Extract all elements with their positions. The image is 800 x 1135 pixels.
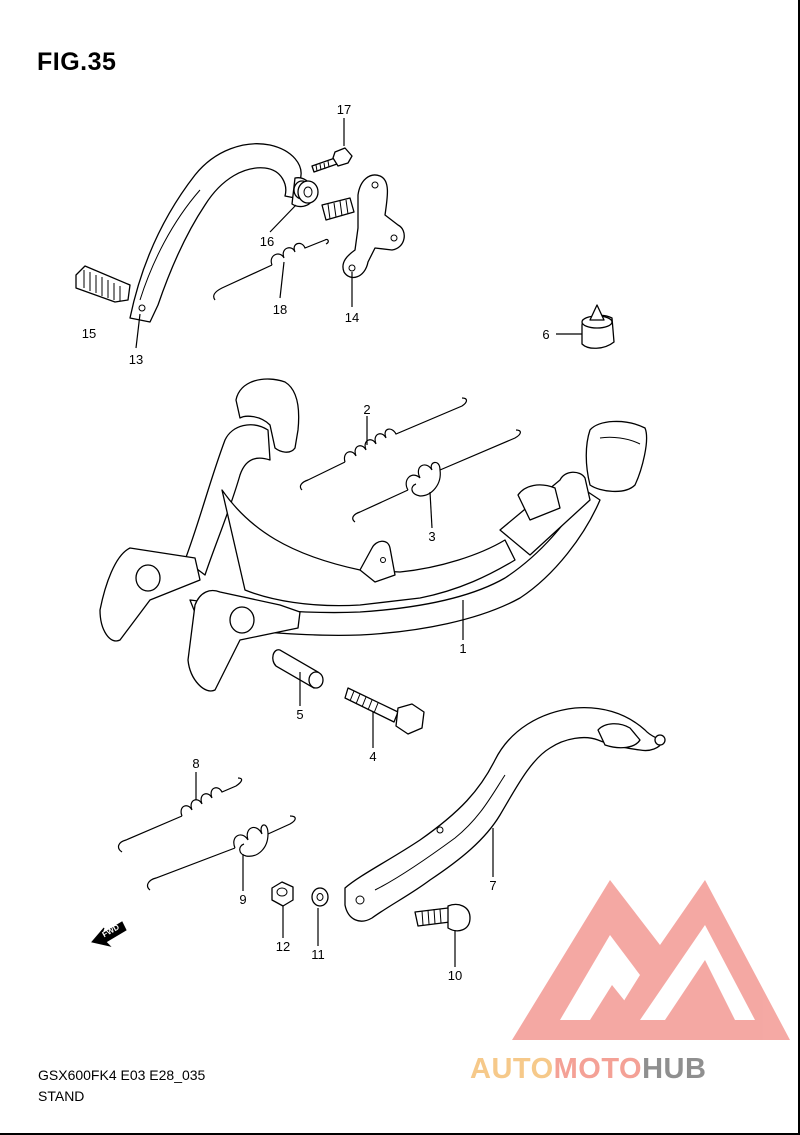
part-16-washer <box>297 180 319 204</box>
diagram-code: GSX600FK4 E03 E28_035 <box>38 1067 206 1083</box>
callout-2: 2 <box>363 402 370 417</box>
callout-leader-lines <box>135 118 582 967</box>
fwd-direction-arrow <box>91 921 127 947</box>
part-12-nut <box>271 881 294 907</box>
callout-9: 9 <box>239 892 246 907</box>
part-3-spring <box>352 429 521 523</box>
callout-11: 11 <box>311 947 325 962</box>
callout-15: 15 <box>82 326 96 341</box>
diagram-name: STAND <box>38 1088 85 1104</box>
watermark-text-auto: AUTO <box>470 1053 554 1085</box>
part-17-bolt <box>311 147 353 173</box>
callout-10: 10 <box>448 968 462 983</box>
watermark-text-hub: HUB <box>642 1053 707 1085</box>
callout-8: 8 <box>192 756 199 771</box>
part-6-rubber-stopper <box>581 304 615 349</box>
part-10-shoulder-bolt <box>414 903 471 932</box>
callout-12: 12 <box>276 939 290 954</box>
part-7-side-stand <box>344 706 666 922</box>
callout-16: 16 <box>260 234 274 249</box>
callout-5: 5 <box>296 707 303 722</box>
part-13-brake-pedal <box>129 143 314 323</box>
callout-7: 7 <box>489 878 496 893</box>
part-18-return-spring <box>213 238 329 301</box>
callout-17: 17 <box>337 102 351 117</box>
part-1-center-stand <box>99 378 648 692</box>
callout-18: 18 <box>273 302 287 317</box>
part-4-bolt <box>344 687 425 735</box>
part-9-spring <box>146 815 296 891</box>
watermark-text-moto: MOTO <box>553 1053 643 1085</box>
callout-6: 6 <box>542 327 549 342</box>
watermark-wordmark: AUTOMOTOHUB <box>470 1053 706 1086</box>
part-5-collar <box>272 649 324 689</box>
part-2-spring <box>299 397 468 491</box>
callout-4: 4 <box>369 749 376 764</box>
callout-labels: 17 16 18 14 15 13 6 2 3 1 5 4 8 9 7 12 1… <box>82 102 550 983</box>
part-14-pivot-bracket <box>321 174 405 279</box>
part-15-pedal-pad <box>75 265 131 303</box>
watermark-logo-triangle <box>512 880 790 1040</box>
callout-14: 14 <box>345 310 359 325</box>
callout-13: 13 <box>129 352 143 367</box>
part-11-washer <box>311 887 329 907</box>
part-8-spring <box>117 777 243 853</box>
callout-1: 1 <box>459 641 466 656</box>
figure-title: FIG.35 <box>37 48 117 76</box>
callout-3: 3 <box>428 529 435 544</box>
